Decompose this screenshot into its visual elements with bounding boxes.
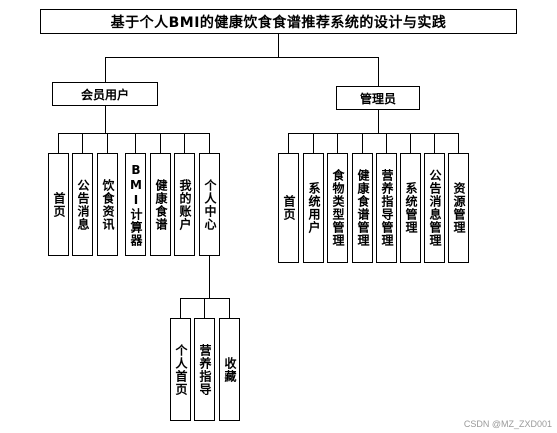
member-module-label: 饮食资讯 xyxy=(101,178,115,231)
admin-module-box: 食物类型管理 xyxy=(327,153,348,263)
admin-module-box: 系统用户 xyxy=(303,153,324,263)
admin-module-label: 首页 xyxy=(282,195,296,221)
admin-module-label: 系统管理 xyxy=(404,182,418,234)
member-module-label: 公告消息 xyxy=(76,178,90,231)
member-module-label: 个人中心 xyxy=(203,178,217,231)
member-module-box: 个人中心 xyxy=(199,153,220,256)
personal-center-sub-box: 个人首页 xyxy=(170,318,191,421)
role-label-member: 会员用户 xyxy=(80,87,129,102)
personal-center-sub-box: 收藏 xyxy=(219,318,240,421)
system-title-box: 基于个人BMI的健康饮食食谱推荐系统的设计与实践 xyxy=(40,9,517,34)
member-module-label: BMI计算器 xyxy=(129,162,143,247)
admin-module-box: 营养指导管理 xyxy=(376,153,397,263)
personal-center-sub-label: 收藏 xyxy=(223,356,237,383)
personal-center-sub-label: 个人首页 xyxy=(174,343,188,396)
admin-module-box: 资源管理 xyxy=(448,153,469,263)
admin-module-box: 系统管理 xyxy=(400,153,421,263)
system-title: 基于个人BMI的健康饮食食谱推荐系统的设计与实践 xyxy=(110,14,447,31)
role-box-admin: 管理员 xyxy=(336,86,420,110)
admin-module-box: 公告消息管理 xyxy=(424,153,445,263)
member-module-box: 首页 xyxy=(48,153,69,256)
watermark-text: CSDN @MZ_ZXD001 xyxy=(463,419,552,429)
admin-module-box: 健康食谱管理 xyxy=(352,153,373,263)
role-label-admin: 管理员 xyxy=(359,91,396,106)
admin-module-box: 首页 xyxy=(278,153,299,263)
role-box-member: 会员用户 xyxy=(52,82,158,106)
admin-module-label: 系统用户 xyxy=(307,182,321,234)
member-module-box: 健康食谱 xyxy=(150,153,171,256)
member-module-box: 饮食资讯 xyxy=(97,153,118,256)
admin-module-label: 资源管理 xyxy=(452,182,466,234)
admin-module-label: 公告消息管理 xyxy=(428,169,442,247)
member-module-label: 我的账户 xyxy=(178,178,192,231)
admin-module-label: 健康食谱管理 xyxy=(356,169,370,247)
personal-center-sub-label: 营养指导 xyxy=(198,343,212,396)
member-module-label: 健康食谱 xyxy=(154,178,168,231)
personal-center-sub-box: 营养指导 xyxy=(194,318,215,421)
admin-module-label: 营养指导管理 xyxy=(380,169,394,247)
member-module-box: 公告消息 xyxy=(72,153,93,256)
member-module-box: BMI计算器 xyxy=(125,153,146,256)
admin-module-label: 食物类型管理 xyxy=(331,169,345,247)
member-module-label: 首页 xyxy=(52,191,66,218)
member-module-box: 我的账户 xyxy=(174,153,195,256)
